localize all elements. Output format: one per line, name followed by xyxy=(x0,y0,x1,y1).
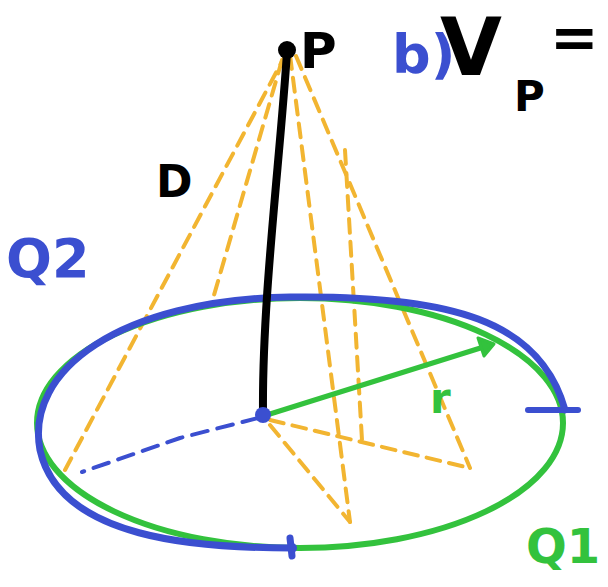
distance-label: D xyxy=(156,160,193,204)
ring-end-tick xyxy=(528,407,578,413)
radius-label: r xyxy=(430,378,451,420)
potential-symbol: V xyxy=(440,8,502,88)
ring-q2 xyxy=(38,297,565,548)
point-label: P xyxy=(300,26,337,76)
split-dot xyxy=(287,543,297,553)
cone-line xyxy=(270,425,350,522)
distance-line xyxy=(263,52,287,412)
point-p xyxy=(278,41,296,59)
charge-label: Q2 xyxy=(6,232,89,286)
cone-lines xyxy=(65,52,470,522)
radius-line xyxy=(270,345,490,414)
cone-line xyxy=(296,56,470,468)
equals-sign: = xyxy=(550,8,599,66)
center-dot xyxy=(255,407,271,423)
cone-line xyxy=(65,52,287,470)
radius-arrowhead xyxy=(478,338,494,356)
charge-label: Q1 xyxy=(526,522,600,570)
cone-line xyxy=(290,55,350,522)
hidden-radius xyxy=(82,418,258,472)
subscript-label: P xyxy=(514,76,545,118)
